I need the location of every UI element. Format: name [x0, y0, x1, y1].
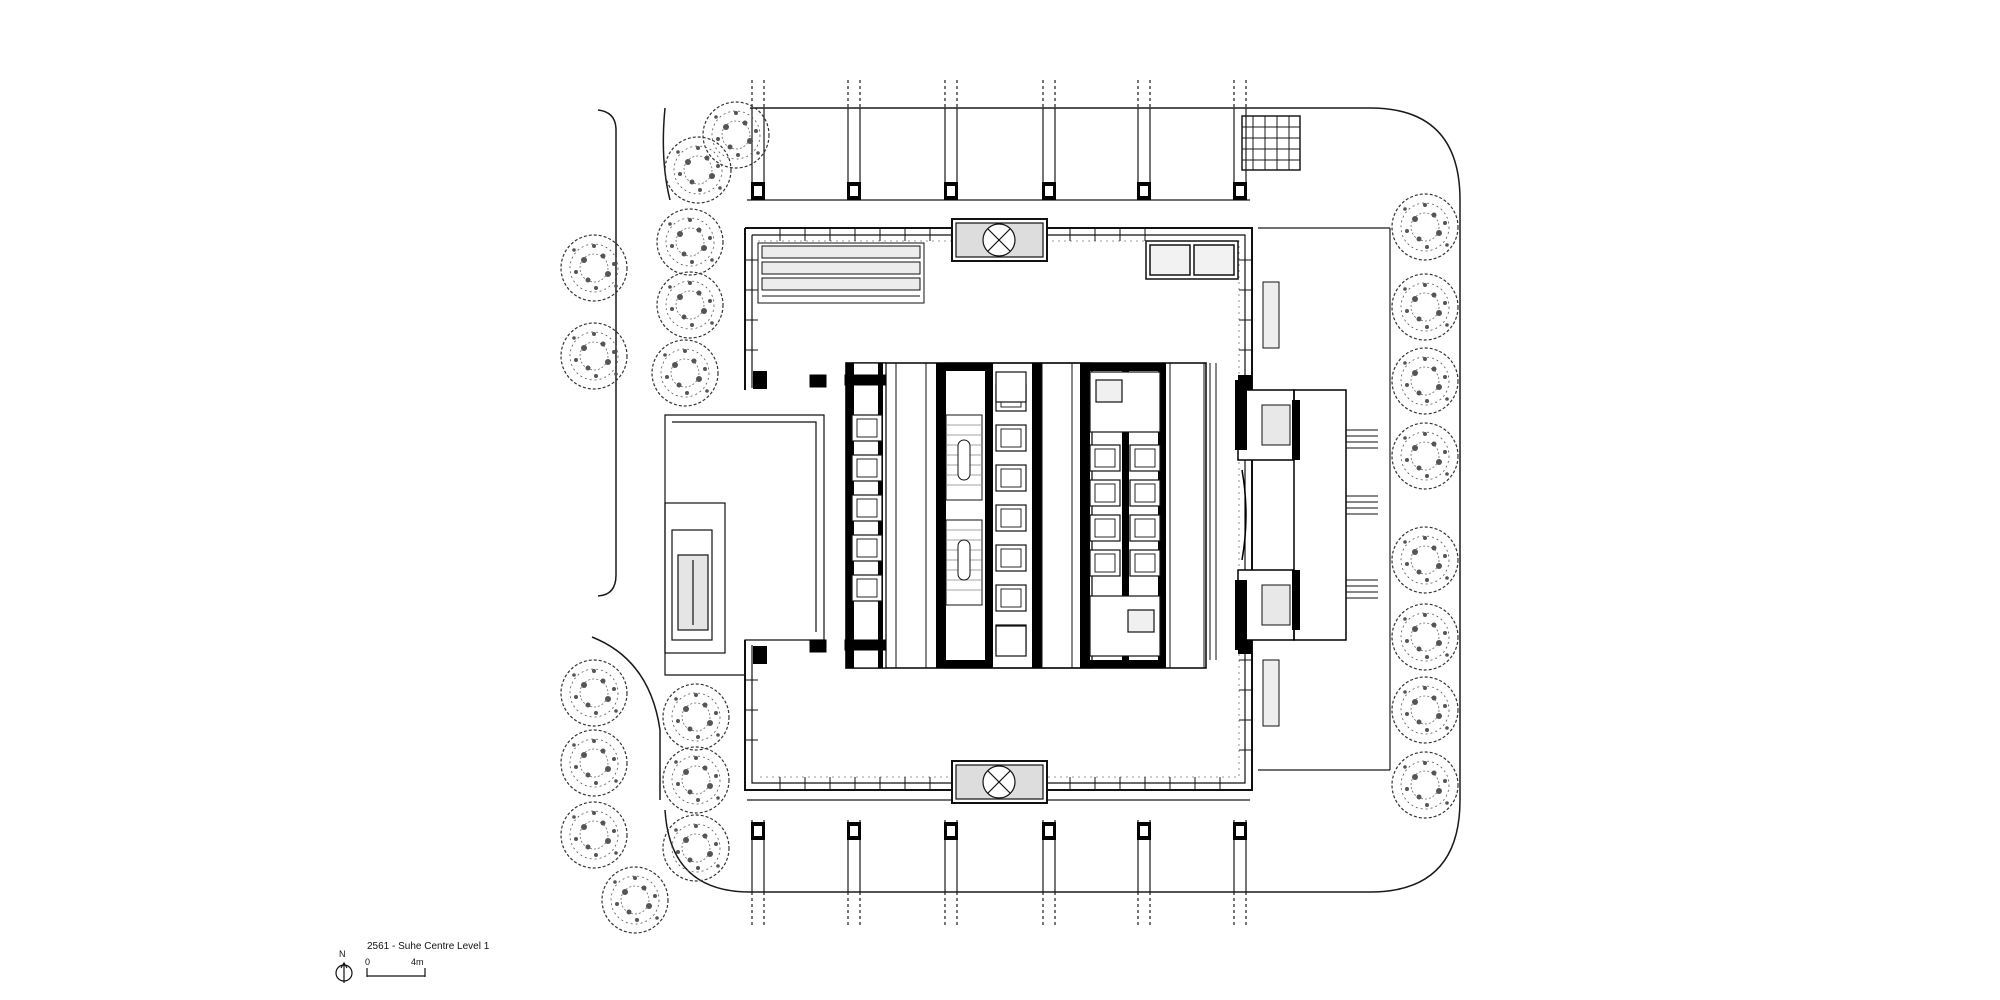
- core-service-rooms: [995, 371, 1161, 657]
- scale-end-label: 4m: [411, 957, 424, 967]
- escalators: [757, 242, 925, 304]
- road-curb-south: [591, 636, 661, 800]
- north-arrow-icon: [335, 961, 353, 983]
- east-stairs: [1261, 404, 1291, 626]
- shuttle-lifts: [1145, 240, 1239, 280]
- revolving-door-south: [951, 760, 1048, 804]
- floor-grate: [1241, 115, 1301, 171]
- site-boundary-west: [662, 107, 671, 201]
- south-columns: [751, 820, 1247, 925]
- west-lobby-gates: [809, 374, 886, 653]
- revolving-door-north: [951, 218, 1048, 262]
- scale-bar: [366, 968, 426, 977]
- site-boundary: [664, 107, 1461, 893]
- west-plaza: [664, 414, 825, 676]
- north-columns: [751, 80, 1247, 185]
- drawing-title: 2561 - Suhe Centre Level 1: [367, 941, 490, 952]
- road-curb-north: [597, 109, 617, 597]
- north-label: N: [339, 949, 346, 959]
- east-benches: [1262, 281, 1280, 727]
- scale-start-label: 0: [365, 957, 371, 967]
- lift-bank-central: [995, 384, 1027, 652]
- core-stairs: [945, 414, 983, 606]
